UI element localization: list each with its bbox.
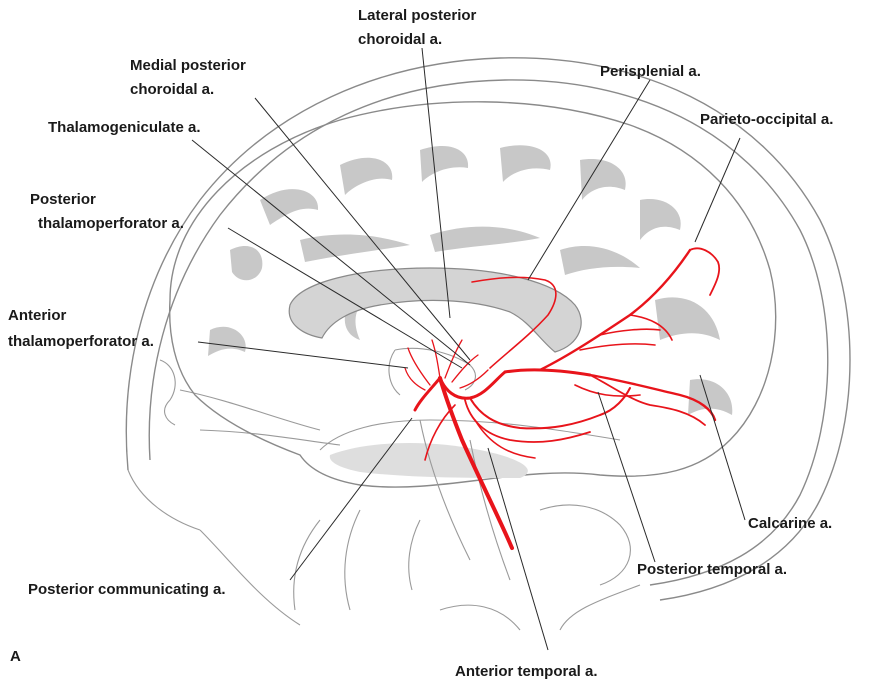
panel-letter: A xyxy=(10,648,21,665)
label-lateral-posterior-choroidal-line2: choroidal a. xyxy=(358,31,442,48)
label-anterior-thalamoperforator-line2: thalamoperforator a. xyxy=(8,333,154,350)
label-posterior-communicating: Posterior communicating a. xyxy=(28,581,226,598)
label-lateral-posterior-choroidal-line1: Lateral posterior xyxy=(358,7,477,24)
label-anterior-temporal: Anterior temporal a. xyxy=(455,663,598,680)
label-posterior-thalamoperforator-line1: Posterior xyxy=(30,191,96,208)
label-parieto-occipital: Parieto-occipital a. xyxy=(700,111,833,128)
brain-hemisphere xyxy=(170,102,776,487)
label-posterior-temporal: Posterior temporal a. xyxy=(637,561,787,578)
label-perisplenial: Perisplenial a. xyxy=(600,63,701,80)
label-medial-posterior-choroidal-line1: Medial posterior xyxy=(130,57,246,74)
label-medial-posterior-choroidal-line2: choroidal a. xyxy=(130,81,214,98)
corpus-callosum xyxy=(289,268,581,352)
label-thalamogeniculate: Thalamogeniculate a. xyxy=(48,119,201,136)
label-anterior-thalamoperforator-line1: Anterior xyxy=(8,307,67,324)
label-calcarine: Calcarine a. xyxy=(748,515,832,532)
label-posterior-thalamoperforator-line2: thalamoperforator a. xyxy=(38,215,184,232)
